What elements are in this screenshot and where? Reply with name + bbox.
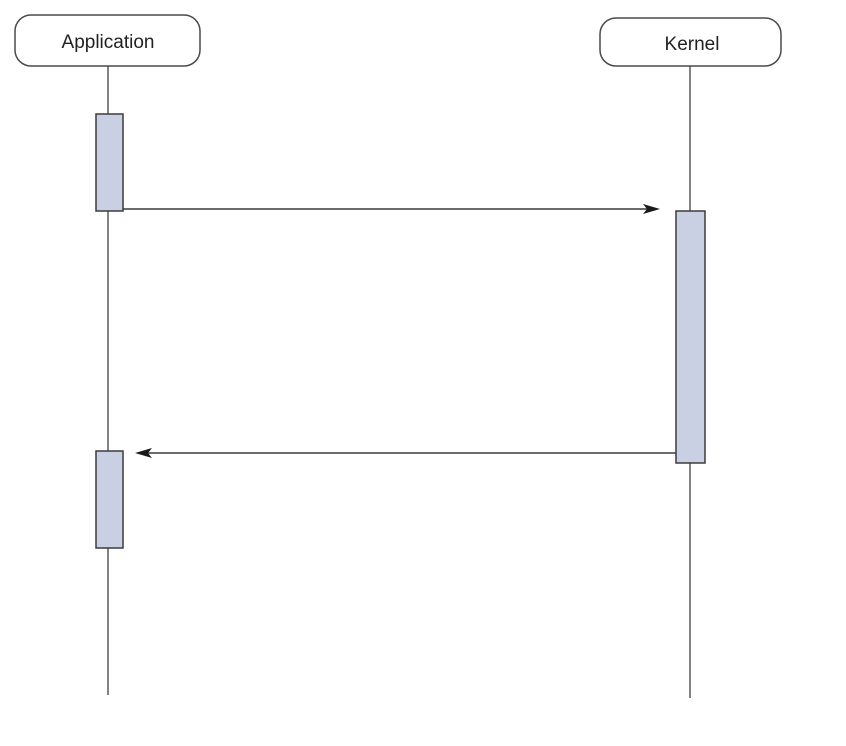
participant-application-label: Application (62, 32, 155, 53)
participant-kernel-box (599, 17, 782, 67)
message-application-to-kernel (123, 204, 660, 214)
message-application-to-kernel-arrowhead (643, 204, 660, 214)
application-activation-2 (95, 450, 124, 549)
participant-kernel: Kernel (599, 17, 782, 67)
kernel-activation (675, 210, 706, 464)
application-activation-1 (95, 113, 124, 212)
message-kernel-to-application-arrowhead (135, 448, 152, 458)
participant-application: Application (14, 14, 201, 67)
participant-kernel-label: Kernel (665, 34, 720, 55)
message-kernel-to-application (135, 448, 676, 458)
participant-application-box (14, 14, 201, 67)
